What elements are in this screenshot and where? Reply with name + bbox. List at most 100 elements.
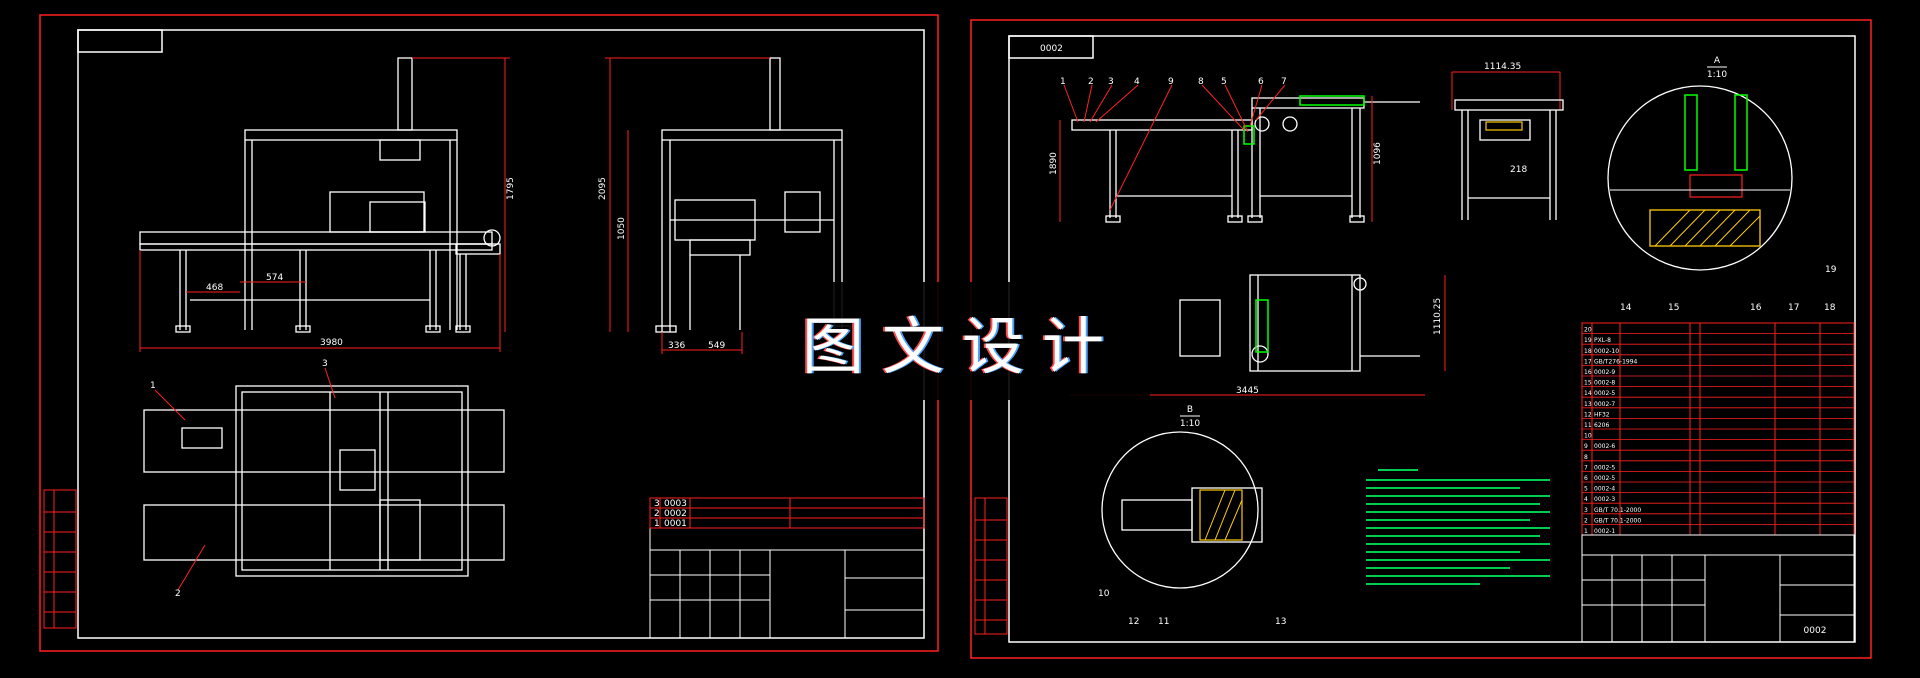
bom1-row-1-no: 1: [654, 519, 660, 529]
sheet-2-title-code: 0002: [1804, 626, 1827, 636]
sheet-2-code: 0002: [1040, 44, 1063, 54]
sheet-2-plan-view: [1179, 274, 1420, 372]
bom2-row-no: 9: [1584, 443, 1588, 450]
bom2-row-no: 12: [1584, 411, 1592, 418]
callout-s2-2: 2: [1088, 77, 1094, 87]
bom2-row-no: 16: [1584, 369, 1592, 376]
callout-16: 16: [1750, 303, 1762, 313]
bom2-row-code: 0002-8: [1594, 380, 1615, 387]
green-belt-top: [1299, 95, 1365, 106]
bom2-row-no: 8: [1584, 454, 1588, 461]
bom2-row-no: 13: [1584, 401, 1592, 408]
detail-a: A 1:10: [1607, 56, 1793, 271]
detail-b-hatch: [1199, 489, 1243, 541]
dim-h2: 1096: [1373, 142, 1383, 165]
detail-a-green-right: [1734, 94, 1748, 171]
callout-s2-3: 3: [1108, 77, 1114, 87]
callout-s2-1: 1: [1060, 77, 1066, 87]
sheet-2: 0002: [970, 19, 1872, 659]
callout-3: 3: [322, 359, 328, 369]
bom1-row-1-code: 0001: [664, 519, 687, 529]
callout-s2-7: 7: [1281, 77, 1287, 87]
detail-a-bearing: [1689, 174, 1743, 198]
dim-plan-h: 1110.25: [1433, 298, 1443, 335]
top-view: [143, 385, 505, 577]
bom2-row-no: 20: [1584, 327, 1592, 334]
side-view-dims: [605, 57, 770, 354]
callout-s2-4: 4: [1134, 77, 1140, 87]
bom2-row-code: 0002-9: [1594, 369, 1615, 376]
detail-b-hatch-lines: [1204, 489, 1243, 541]
dim-front-width: 3980: [320, 338, 343, 348]
callout-11: 11: [1158, 617, 1169, 627]
detail-b-label: B: [1187, 405, 1193, 415]
detail-a-callouts: 14 15 16 17 18 19: [1620, 265, 1837, 313]
bom2-row-code: 6206: [1594, 422, 1609, 429]
sheet-2-code-box: [1008, 35, 1094, 59]
dim-front-d1: 468: [206, 283, 223, 293]
green-part-plan: [1255, 299, 1269, 353]
callout-14: 14: [1620, 303, 1632, 313]
detail-b-scale: 1:10: [1180, 419, 1200, 429]
green-part-top: [1243, 125, 1255, 145]
detail-a-circle: [1607, 85, 1793, 271]
callout-10: 10: [1098, 589, 1110, 599]
bom2-row-code: GB/T 70.1-2000: [1594, 517, 1641, 524]
bom2-row-no: 18: [1584, 348, 1592, 355]
detail-b-callouts: 10 12 11 13: [1098, 589, 1286, 627]
bom2-row-code: HF32: [1594, 411, 1610, 418]
detail-a-scale: 1:10: [1707, 70, 1727, 80]
callout-2: 2: [175, 589, 181, 599]
detail-b-housing: [1191, 487, 1263, 543]
front-view: [139, 57, 501, 333]
bom2-row-no: 11: [1584, 422, 1592, 429]
bom1-row-2-no: 2: [654, 509, 660, 519]
bom2-row-no: 7: [1584, 464, 1588, 471]
callout-18: 18: [1824, 303, 1836, 313]
dim-top-w: 1114.35: [1484, 62, 1521, 72]
bom2-row-code: 0002-3: [1594, 496, 1615, 503]
sheet-2-title-block: [1581, 534, 1855, 643]
dim-side-height-2: 1050: [617, 217, 627, 240]
watermark-text: 图文设计: [801, 310, 1122, 383]
sheet-1: 3980 1795 468 574 2095 1050 336 549: [39, 14, 939, 652]
callout-s2-8: 8: [1198, 77, 1204, 87]
callout-13: 13: [1275, 617, 1286, 627]
sheet-2-front-view: [1071, 97, 1420, 223]
bom2-row-no: 6: [1584, 475, 1588, 482]
dim-plan-w: 3445: [1236, 386, 1259, 396]
bom2-row-no: 17: [1584, 358, 1592, 365]
dim-front-d2: 574: [266, 273, 283, 283]
sheet-2-top-callout-leaders: [1063, 84, 1286, 211]
bom1-row-3-no: 3: [654, 499, 660, 509]
sheet-2-front-dims: [1059, 71, 1561, 222]
sheet-2-side-view: [1454, 99, 1564, 220]
dim-h1: 1890: [1049, 152, 1059, 175]
detail-a-green-left: [1684, 94, 1698, 171]
detail-b-shaft: [1121, 499, 1193, 531]
dim-side-small: 218: [1510, 165, 1527, 175]
callout-s2-5: 5: [1221, 77, 1227, 87]
bom2-row-no: 1: [1584, 528, 1588, 535]
bom2-row-code: PXL-8: [1594, 337, 1611, 344]
callout-s2-6: 6: [1258, 77, 1264, 87]
sheet-1-margin-stamps: [43, 489, 77, 629]
dim-side-w2: 549: [708, 341, 725, 351]
callout-19: 19: [1825, 265, 1837, 275]
callout-1: 1: [150, 381, 156, 391]
bom2-row-code: 0002-5: [1594, 390, 1615, 397]
bom2-row-no: 2: [1584, 517, 1588, 524]
front-view-dims: [139, 57, 510, 352]
sheet-1-title-block: [649, 497, 925, 639]
bom1-row-3-code: 0003: [664, 499, 687, 509]
detail-a-label: A: [1714, 56, 1721, 66]
detail-b-circle: [1101, 431, 1259, 589]
detail-a-hatch-lines: [1654, 209, 1761, 247]
bom2-row-code: 0002-1: [1594, 528, 1615, 535]
bom2-row-code: GB/T276-1994: [1594, 358, 1638, 365]
yellow-part-side: [1485, 121, 1523, 131]
detail-b: B 1:10: [1101, 405, 1263, 589]
bom2-row-code: GB/T 70.1-2000: [1594, 507, 1641, 514]
sheet-2-top-callouts: 1 2 3 4 9 8 5 6 7: [1060, 77, 1287, 87]
